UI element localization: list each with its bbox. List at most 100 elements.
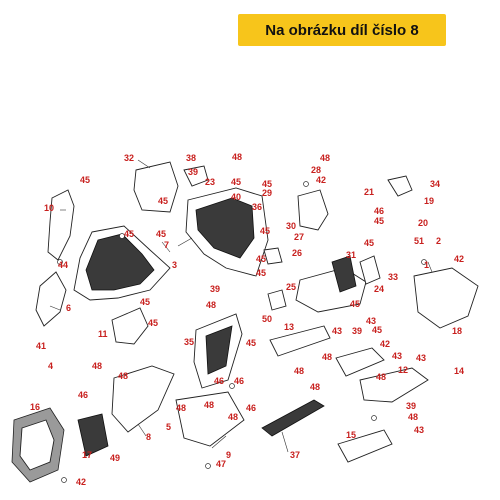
callout-24: 24 (374, 284, 384, 294)
fastener (421, 259, 427, 265)
callout-42: 42 (454, 254, 464, 264)
callout-48: 48 (92, 361, 102, 371)
callout-45: 45 (246, 338, 256, 348)
callout-46: 46 (234, 376, 244, 386)
callout-12: 12 (398, 365, 408, 375)
callout-46: 46 (374, 206, 384, 216)
part-floor-step (335, 347, 385, 377)
part-radiator-cover-slots (19, 419, 55, 471)
callout-45: 45 (364, 238, 374, 248)
callout-45: 45 (124, 229, 134, 239)
callout-51: 51 (414, 236, 424, 246)
callout-39: 39 (210, 284, 220, 294)
callout-44: 44 (58, 260, 68, 270)
callout-37: 37 (290, 450, 300, 460)
callout-15: 15 (346, 430, 356, 440)
callout-27: 27 (294, 232, 304, 242)
callout-45: 45 (260, 226, 270, 236)
callout-45: 45 (140, 297, 150, 307)
part-bracket-26 (263, 247, 283, 265)
part-front-nose-grille (85, 233, 155, 291)
callout-43: 43 (414, 425, 424, 435)
callout-9: 9 (226, 450, 231, 460)
part-cover-24 (359, 255, 381, 285)
callout-39: 39 (188, 167, 198, 177)
callout-10: 10 (44, 203, 54, 213)
part-leg-shield-inner (111, 307, 149, 345)
callout-45: 45 (374, 216, 384, 226)
callout-14: 14 (454, 366, 464, 376)
callout-48: 48 (310, 382, 320, 392)
part-rear-floor (359, 367, 429, 403)
callout-49: 49 (110, 453, 120, 463)
callout-35: 35 (184, 337, 194, 347)
part-8-lower-cover (111, 365, 175, 433)
callout-28: 28 (311, 165, 321, 175)
callout-16: 16 (30, 402, 40, 412)
part-lower-spoiler (35, 271, 67, 327)
callout-6: 6 (66, 303, 71, 313)
leader-lines (49, 159, 433, 453)
callout-17: 17 (82, 450, 92, 460)
callout-45: 45 (256, 268, 266, 278)
fastener (119, 233, 125, 239)
callout-48: 48 (228, 412, 238, 422)
fastener (303, 181, 309, 187)
callout-45: 45 (256, 254, 266, 264)
callout-32: 32 (124, 153, 134, 163)
callout-34: 34 (430, 179, 440, 189)
fastener (61, 477, 67, 483)
part-rear-side-cover (413, 267, 479, 329)
callout-48: 48 (320, 153, 330, 163)
callout-45: 45 (350, 299, 360, 309)
callout-13: 13 (284, 322, 294, 332)
callout-20: 20 (418, 218, 428, 228)
callout-45: 45 (156, 229, 166, 239)
callout-42: 42 (76, 477, 86, 487)
callout-39: 39 (352, 326, 362, 336)
callout-36: 36 (252, 202, 262, 212)
callout-31: 31 (346, 250, 356, 260)
fastener (57, 259, 63, 265)
callout-25: 25 (286, 282, 296, 292)
callout-26: 26 (292, 248, 302, 258)
callout-41: 41 (36, 341, 46, 351)
callout-21: 21 (364, 187, 374, 197)
callout-45: 45 (80, 175, 90, 185)
callout-18: 18 (452, 326, 462, 336)
fastener (205, 463, 211, 469)
callout-43: 43 (416, 353, 426, 363)
callout-46: 46 (214, 376, 224, 386)
callout-45: 45 (262, 179, 272, 189)
callout-43: 43 (332, 326, 342, 336)
callout-43: 43 (392, 351, 402, 361)
callout-3: 3 (172, 260, 177, 270)
callout-48: 48 (206, 300, 216, 310)
fastener (371, 415, 377, 421)
callout-45: 45 (148, 318, 158, 328)
callout-30: 30 (286, 221, 296, 231)
part-sill-13 (269, 325, 331, 357)
part-floor-center (175, 391, 245, 447)
part-front-shield-inner (195, 197, 255, 259)
callout-7: 7 (164, 240, 169, 250)
part-side-panel-stripe (205, 325, 233, 375)
callout-5: 5 (166, 422, 171, 432)
callout-48: 48 (118, 371, 128, 381)
callout-48: 48 (232, 152, 242, 162)
callout-48: 48 (176, 403, 186, 413)
callout-48: 48 (376, 372, 386, 382)
callout-39: 39 (406, 401, 416, 411)
part-upper-cover (297, 189, 329, 231)
callout-48: 48 (322, 352, 332, 362)
part-bracket-25 (267, 289, 287, 311)
part-number-banner: Na obrázku díl číslo 8 (238, 14, 446, 46)
callout-45: 45 (231, 177, 241, 187)
callout-2: 2 (436, 236, 441, 246)
callout-46: 46 (78, 390, 88, 400)
callout-1: 1 (424, 260, 429, 270)
callout-33: 33 (388, 272, 398, 282)
callout-48: 48 (204, 400, 214, 410)
callout-4: 4 (48, 361, 53, 371)
